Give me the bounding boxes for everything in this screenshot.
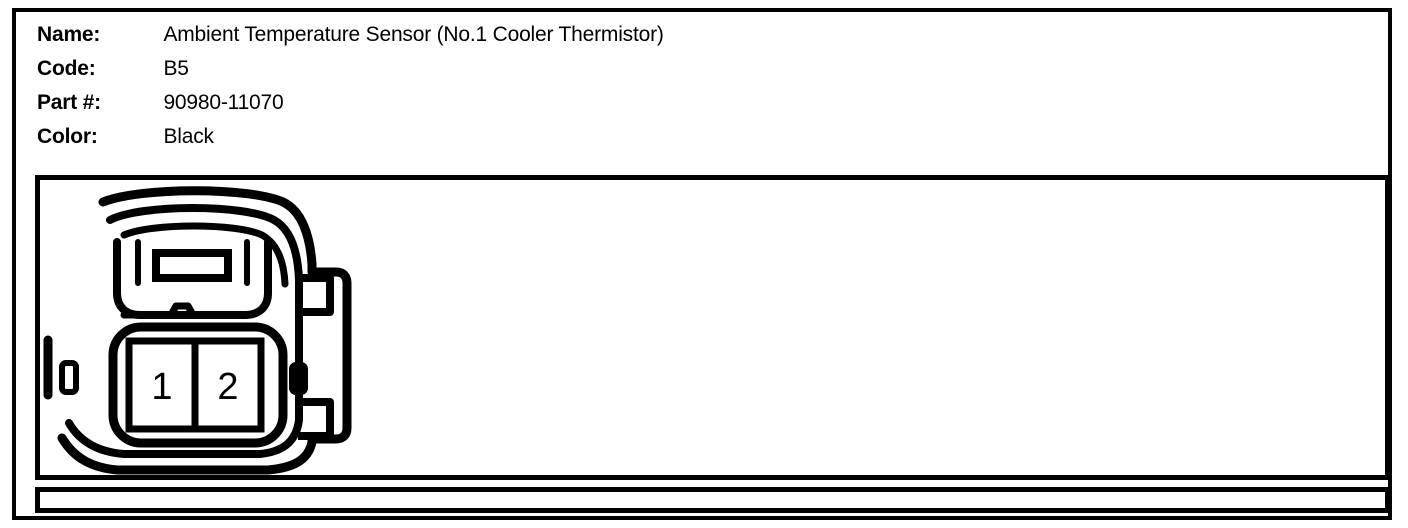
info-label-name: Name: <box>37 23 101 46</box>
info-row-part-number: Part #: 90980-11070 <box>37 86 1337 120</box>
connector-diagram-frame: 1 2 <box>35 175 1390 480</box>
info-label-code: Code: <box>37 57 96 80</box>
detent-right <box>289 362 308 395</box>
connector-inner-shell <box>65 204 303 458</box>
pin-number-2: 2 <box>217 366 238 408</box>
connector-outer-shell <box>57 186 352 475</box>
info-value-part-number: 90980-11070 <box>163 91 284 114</box>
diagram-bottom-band <box>35 487 1390 513</box>
card-outer-border <box>12 8 1392 520</box>
info-row-code: Code: B5 <box>37 52 1337 86</box>
info-label-color: Color: <box>37 125 98 148</box>
detent-left <box>59 360 79 395</box>
info-value-name: Ambient Temperature Sensor (No.1 Cooler … <box>163 23 664 46</box>
latch-notch <box>120 302 249 319</box>
info-value-color: Black <box>163 125 214 148</box>
info-label-part-number: Part #: <box>37 91 101 114</box>
connector-illustration: 1 2 <box>40 180 360 475</box>
lock-tab-right-lower <box>295 398 334 440</box>
connector-drawing-svg: 1 2 <box>43 186 352 475</box>
connector-shell-contour-3 <box>120 222 289 288</box>
pin-number-1: 1 <box>151 366 172 408</box>
info-row-name: Name: Ambient Temperature Sensor (No.1 C… <box>37 18 1337 52</box>
lock-tab-right-upper <box>301 274 334 316</box>
connector-info-list: Name: Ambient Temperature Sensor (No.1 C… <box>37 18 1337 154</box>
info-row-color: Color: Black <box>37 120 1337 154</box>
terminal-cavity-2 <box>191 337 265 433</box>
info-value-code: B5 <box>163 57 189 80</box>
terminal-housing <box>108 322 288 448</box>
latch-slot <box>152 249 232 282</box>
